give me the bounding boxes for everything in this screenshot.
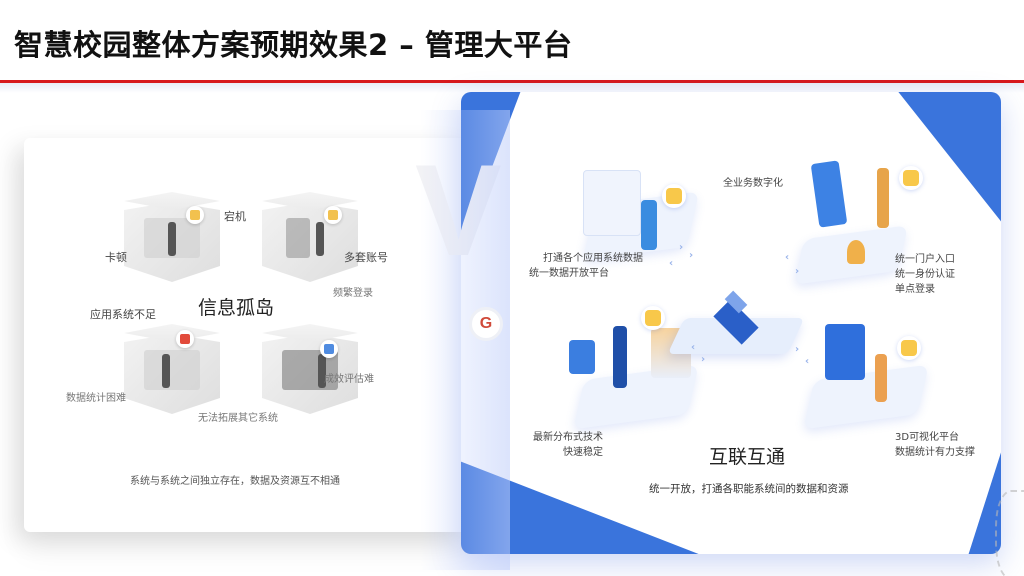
person-laptop-figure: [641, 200, 657, 250]
label-lag: 卡顿: [105, 251, 127, 264]
chevron-right-icon: ›: [795, 266, 800, 277]
chevron-right-icon: ›: [795, 344, 800, 355]
chevron-right-icon: ›: [679, 242, 684, 253]
funnel-icon: [847, 240, 865, 264]
panel-glow: [420, 110, 510, 570]
sad-face-icon: [186, 206, 204, 224]
info-silo-panel: 宕机 卡顿 多套账号 频繁登录 信息孤岛 应用系统不足 数据统计困难 成效评估难…: [24, 138, 470, 532]
person-orange-figure: [877, 168, 889, 228]
interconnect-caption: 统一开放，打通各职能系统间的数据和资源: [649, 483, 849, 495]
chevron-left-icon: ‹: [669, 258, 674, 269]
neutral-face-icon: [320, 340, 338, 358]
smile-bubble: [662, 184, 686, 208]
chevron-right-icon: ›: [689, 250, 694, 261]
chevron-left-icon: ‹: [805, 356, 810, 367]
cube-data-stats: [124, 324, 220, 420]
label-insufficient-system: 应用系统不足: [90, 308, 156, 321]
sad-face-icon: [324, 206, 342, 224]
label-cannot-extend: 无法拓展其它系统: [198, 413, 278, 424]
silo-heading: 信息孤岛: [198, 297, 275, 319]
data-hub: [667, 290, 805, 354]
person-presenter-figure: [613, 326, 627, 388]
title-divider: [0, 80, 1024, 83]
brand-logo-icon: G: [469, 307, 503, 341]
title-bar: 智慧校园整体方案预期效果2 – 管理大平台: [0, 0, 1024, 82]
angry-face-icon: [176, 330, 194, 348]
person-analyst-figure: [875, 354, 887, 402]
3d-dashboard-screen: [825, 324, 865, 380]
logo-glyph: G: [479, 315, 493, 332]
watermark-letter-s: S: [921, 532, 1001, 554]
desc-line: 统一门户入口: [895, 254, 955, 265]
label-multi-account: 多套账号: [344, 251, 388, 264]
cube-multi-account: [262, 192, 358, 288]
silo-caption: 系统与系统之间独立存在，数据及资源互不相通: [130, 476, 340, 487]
data-platform-desc: 打通各个应用系统数据 统一数据开放平台: [513, 251, 643, 281]
portal-desc: 统一门户入口 统一身份认证 单点登录: [895, 252, 955, 297]
visualization-desc: 3D可视化平台 数据统计有力支撑: [895, 430, 975, 460]
interconnect-panel: S › › ‹ ‹ › ‹ › › ‹ 全业务数字化 打通各个应用系统数据 统一…: [461, 92, 1001, 554]
desc-line: 最新分布式技术: [533, 432, 603, 443]
server-list-icon: [569, 340, 595, 374]
smile-bubble: [897, 336, 921, 360]
smile-bubble: [641, 306, 665, 330]
chevron-right-icon: ›: [701, 354, 706, 365]
smile-icon: [901, 340, 917, 356]
label-evaluation: 成效评估难: [324, 374, 374, 385]
cube-lag-crash: [124, 192, 220, 288]
divider-shadow: [0, 83, 1024, 93]
chevron-left-icon: ‹: [785, 252, 790, 263]
distributed-desc: 最新分布式技术 快速稳定: [523, 430, 603, 460]
hub-label: 全业务数字化: [723, 178, 783, 189]
label-frequent-login: 频繁登录: [333, 288, 373, 299]
desc-line: 统一数据开放平台: [529, 268, 609, 279]
page-title: 智慧校园整体方案预期效果2 – 管理大平台: [14, 28, 573, 62]
decorative-knot-pattern: [995, 490, 1024, 576]
label-crash: 宕机: [224, 210, 246, 223]
desc-line: 单点登录: [895, 284, 935, 295]
desc-line: 统一身份认证: [895, 269, 955, 280]
desc-line: 3D可视化平台: [895, 432, 960, 443]
label-data-stats: 数据统计困难: [66, 393, 126, 404]
desc-line: 快速稳定: [563, 447, 603, 458]
document-screen: [583, 170, 641, 236]
desc-line: 数据统计有力支撑: [895, 447, 975, 458]
interconnect-heading: 互联互通: [709, 446, 786, 468]
desc-line: 打通各个应用系统数据: [543, 253, 643, 264]
smile-icon: [666, 188, 682, 204]
chevron-left-icon: ‹: [691, 342, 696, 353]
smile-icon: [645, 310, 661, 326]
cube-evaluation: [262, 324, 358, 420]
smile-icon: [903, 170, 919, 186]
smile-bubble: [899, 166, 923, 190]
